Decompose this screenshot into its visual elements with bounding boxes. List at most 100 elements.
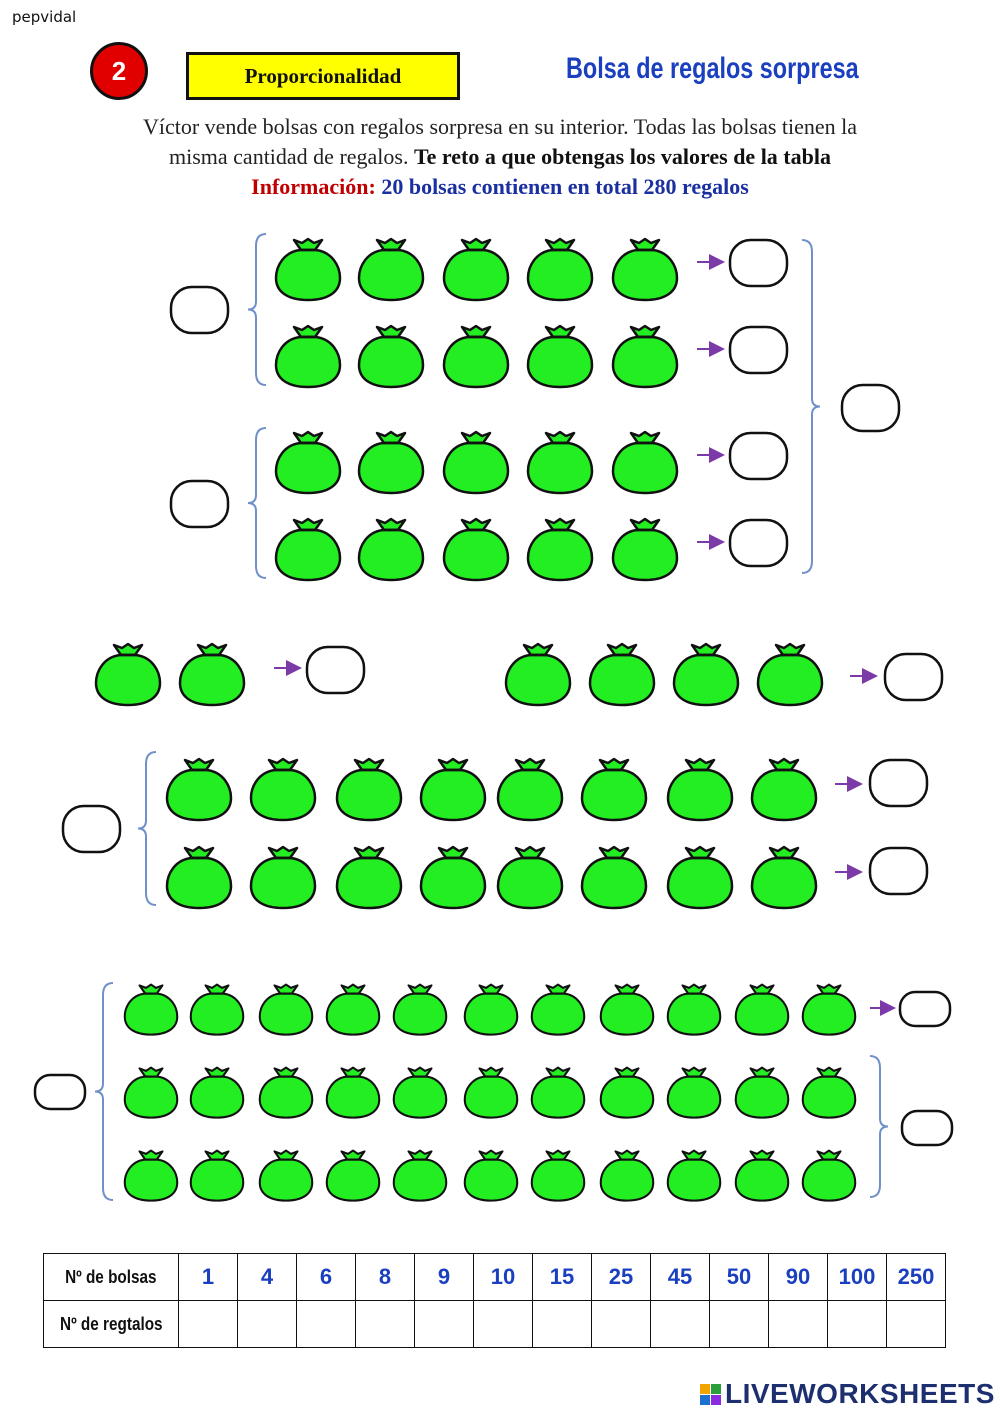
answer-box[interactable] <box>61 804 122 854</box>
gift-bag-icon <box>496 757 564 822</box>
gift-bag-icon <box>756 642 824 707</box>
gift-bag-icon <box>463 983 519 1036</box>
table-row: Nº de bolsas 1 4 6 8 9 10 15 25 45 50 90… <box>43 1253 946 1301</box>
gift-bag-icon <box>94 642 162 707</box>
gift-bag-icon <box>335 757 403 822</box>
answer-cell[interactable] <box>237 1300 297 1348</box>
liveworksheets-blocks-icon <box>700 1383 721 1405</box>
gift-bag-icon <box>178 642 246 707</box>
table-cell-bags: 90 <box>768 1253 828 1301</box>
answer-box[interactable] <box>728 325 789 375</box>
table-header-bags: Nº de bolsas <box>43 1253 179 1301</box>
gift-bag-icon <box>123 1066 179 1119</box>
gift-bag-icon <box>611 517 679 582</box>
bags-illustration <box>33 233 954 1202</box>
answer-box[interactable] <box>868 758 929 808</box>
answer-box[interactable] <box>883 652 944 702</box>
gift-bag-icon <box>442 517 510 582</box>
gift-bag-icon <box>442 324 510 389</box>
answer-box[interactable] <box>898 990 952 1028</box>
answer-box[interactable] <box>169 479 230 529</box>
answer-cell[interactable] <box>709 1300 769 1348</box>
table-row: Nº de regtalos <box>43 1300 946 1348</box>
curly-brace <box>247 233 267 386</box>
answer-cell[interactable] <box>355 1300 415 1348</box>
gift-bag-icon <box>734 1066 790 1119</box>
gift-bag-icon <box>672 642 740 707</box>
gift-bag-icon <box>750 845 818 910</box>
gift-bag-icon <box>325 1066 381 1119</box>
answer-box[interactable] <box>900 1109 954 1147</box>
answer-box[interactable] <box>33 1073 87 1111</box>
liveworksheets-logo: LIVEWORKSHEETS <box>700 1378 995 1410</box>
answer-box[interactable] <box>728 238 789 288</box>
gift-bag-icon <box>734 983 790 1036</box>
gift-bag-icon <box>249 845 317 910</box>
gift-bag-icon <box>750 757 818 822</box>
answer-box[interactable] <box>840 383 901 433</box>
values-table: Nº de bolsas 1 4 6 8 9 10 15 25 45 50 90… <box>43 1253 946 1348</box>
answer-cell[interactable] <box>886 1300 946 1348</box>
answer-cell[interactable] <box>650 1300 710 1348</box>
answer-cell[interactable] <box>532 1300 592 1348</box>
gift-bag-icon <box>526 517 594 582</box>
curly-brace <box>137 751 157 906</box>
problem-statement: Víctor vende bolsas con regalos sorpresa… <box>40 112 960 172</box>
gift-bag-icon <box>442 237 510 302</box>
answer-box[interactable] <box>728 431 789 481</box>
table-cell-bags: 10 <box>473 1253 533 1301</box>
gift-bag-icon <box>463 1066 519 1119</box>
gift-bag-icon <box>526 324 594 389</box>
answer-cell[interactable] <box>473 1300 533 1348</box>
answer-box[interactable] <box>169 285 230 335</box>
table-cell-bags: 45 <box>650 1253 710 1301</box>
answer-box[interactable] <box>728 518 789 568</box>
table-cell-bags: 6 <box>296 1253 356 1301</box>
gift-bag-icon <box>666 983 722 1036</box>
gift-bag-icon <box>357 237 425 302</box>
gift-bag-icon <box>666 1149 722 1202</box>
curly-brace <box>869 1055 889 1198</box>
answer-cell[interactable] <box>591 1300 651 1348</box>
gift-bag-icon <box>611 324 679 389</box>
table-cell-bags: 9 <box>414 1253 474 1301</box>
gift-bag-icon <box>666 845 734 910</box>
curly-brace <box>94 982 114 1201</box>
answer-cell[interactable] <box>768 1300 828 1348</box>
gift-bag-icon <box>526 430 594 495</box>
gift-bag-icon <box>325 1149 381 1202</box>
table-cell-bags: 1 <box>178 1253 238 1301</box>
answer-cell[interactable] <box>178 1300 238 1348</box>
answer-cell[interactable] <box>296 1300 356 1348</box>
gift-bag-icon <box>189 1149 245 1202</box>
gift-bag-icon <box>392 1066 448 1119</box>
answer-box[interactable] <box>305 645 366 695</box>
gift-bag-icon <box>442 430 510 495</box>
gift-bag-icon <box>530 983 586 1036</box>
gift-bag-icon <box>611 237 679 302</box>
gift-bag-icon <box>335 845 403 910</box>
statement-line-2: misma cantidad de regalos. <box>169 144 414 169</box>
gift-bag-icon <box>801 1066 857 1119</box>
gift-bag-icon <box>392 983 448 1036</box>
table-cell-bags: 25 <box>591 1253 651 1301</box>
information-line: Información: 20 bolsas contienen en tota… <box>40 172 960 202</box>
gift-bag-icon <box>530 1066 586 1119</box>
gift-bag-icon <box>325 983 381 1036</box>
curly-brace <box>247 427 267 579</box>
author-signature: pepvidal <box>12 8 77 26</box>
answer-cell[interactable] <box>827 1300 887 1348</box>
answer-box[interactable] <box>868 846 929 896</box>
statement-challenge: Te reto a que obtengas los valores de la… <box>413 144 831 169</box>
gift-bag-icon <box>734 1149 790 1202</box>
gift-bag-icon <box>419 757 487 822</box>
gift-bag-icon <box>580 845 648 910</box>
logo-text: LIVEWORKSHEETS <box>725 1378 995 1409</box>
gift-bag-icon <box>357 430 425 495</box>
answer-cell[interactable] <box>414 1300 474 1348</box>
gift-bag-icon <box>801 983 857 1036</box>
gift-bag-icon <box>274 324 342 389</box>
gift-bag-icon <box>599 1149 655 1202</box>
gift-bag-icon <box>580 757 648 822</box>
table-cell-bags: 100 <box>827 1253 887 1301</box>
